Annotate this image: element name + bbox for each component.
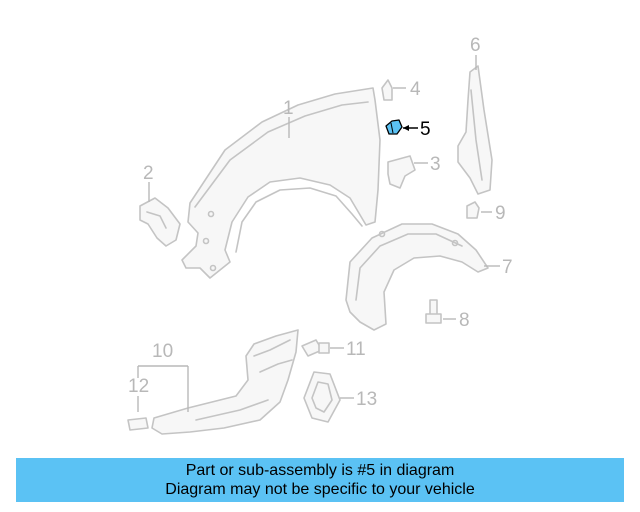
bracket-part-2[interactable] bbox=[139, 197, 181, 247]
info-banner: Part or sub-assembly is #5 in diagram Di… bbox=[16, 458, 624, 502]
fender-part-1[interactable] bbox=[181, 87, 381, 279]
parts-diagram: 1 2 3 4 5 6 7 8 bbox=[127, 35, 513, 435]
bracket-part-3[interactable] bbox=[387, 155, 416, 189]
callout-8[interactable]: 8 bbox=[459, 310, 470, 331]
callout-13[interactable]: 13 bbox=[356, 389, 377, 410]
callout-4[interactable]: 4 bbox=[410, 79, 421, 100]
callout-5[interactable]: 5 bbox=[420, 119, 431, 140]
callout-1[interactable]: 1 bbox=[283, 98, 294, 119]
cover-part-13[interactable] bbox=[303, 371, 341, 423]
highlighted-part-5[interactable] bbox=[385, 119, 403, 135]
banner-line-1: Part or sub-assembly is #5 in diagram bbox=[185, 462, 455, 479]
seal-part-6[interactable] bbox=[457, 65, 493, 195]
clip-part-12[interactable] bbox=[127, 417, 149, 431]
clip-part-9[interactable] bbox=[466, 201, 480, 219]
callout-9[interactable]: 9 bbox=[495, 203, 506, 224]
callout-3[interactable]: 3 bbox=[430, 154, 441, 175]
callout-10[interactable]: 10 bbox=[152, 341, 173, 362]
callout-2[interactable]: 2 bbox=[143, 163, 154, 184]
banner-line-2: Diagram may not be specific to your vehi… bbox=[165, 481, 475, 498]
bolt-part-11[interactable] bbox=[301, 339, 330, 357]
callout-12[interactable]: 12 bbox=[128, 376, 149, 397]
bolt-part-8[interactable] bbox=[425, 299, 442, 324]
callout-7[interactable]: 7 bbox=[502, 257, 513, 278]
callout-6[interactable]: 6 bbox=[470, 35, 481, 56]
callout-11[interactable]: 11 bbox=[346, 339, 366, 360]
liner-part-7[interactable] bbox=[345, 223, 489, 331]
clip-part-4[interactable] bbox=[381, 79, 393, 101]
splash-shield-part-10[interactable] bbox=[151, 329, 299, 435]
